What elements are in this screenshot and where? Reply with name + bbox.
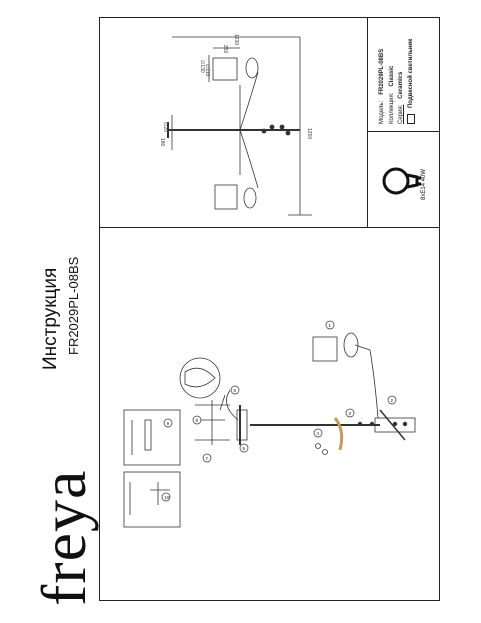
dimension-drawing bbox=[167, 36, 312, 216]
callout-6: 6 bbox=[239, 443, 249, 453]
divider-vertical bbox=[367, 17, 368, 228]
svg-text:3: 3 bbox=[349, 411, 352, 416]
callout-10: 10 bbox=[161, 492, 171, 502]
svg-text:7: 7 bbox=[206, 456, 209, 461]
callout-4: 4 bbox=[313, 428, 323, 438]
callout-7: 7 bbox=[202, 453, 212, 463]
dim-180: 180 bbox=[159, 138, 165, 147]
svg-text:1: 1 bbox=[329, 323, 332, 328]
svg-text:8: 8 bbox=[196, 418, 199, 423]
callout-2: 2 bbox=[387, 395, 397, 405]
bulb-icon bbox=[382, 167, 421, 195]
dim-250: 250 bbox=[222, 45, 228, 54]
dim-1200: 1200 bbox=[306, 128, 312, 139]
divider-horizontal bbox=[99, 227, 440, 228]
svg-text:4: 4 bbox=[317, 431, 320, 436]
page-frame bbox=[99, 17, 440, 601]
svg-text:10: 10 bbox=[165, 495, 171, 500]
dim-130: ∅130 bbox=[199, 60, 205, 73]
svg-text:5: 5 bbox=[234, 388, 237, 393]
svg-text:6: 6 bbox=[243, 446, 246, 451]
assembly-drawing bbox=[123, 332, 416, 528]
dim-20: ∅20 bbox=[162, 122, 168, 132]
svg-text:2: 2 bbox=[391, 398, 394, 403]
callout-group: 1 2 3 4 5 6 7 8 9 10 bbox=[161, 320, 397, 502]
dim-1230: 1230 bbox=[233, 34, 239, 45]
divider-spec-box bbox=[367, 131, 440, 132]
callout-1: 1 bbox=[325, 320, 335, 330]
callout-9: 9 bbox=[163, 418, 173, 428]
callout-8: 8 bbox=[192, 415, 202, 425]
callout-3: 3 bbox=[345, 408, 355, 418]
svg-text:9: 9 bbox=[167, 421, 170, 426]
dim-110: ∅110 bbox=[204, 64, 210, 77]
callout-5: 5 bbox=[230, 385, 240, 395]
